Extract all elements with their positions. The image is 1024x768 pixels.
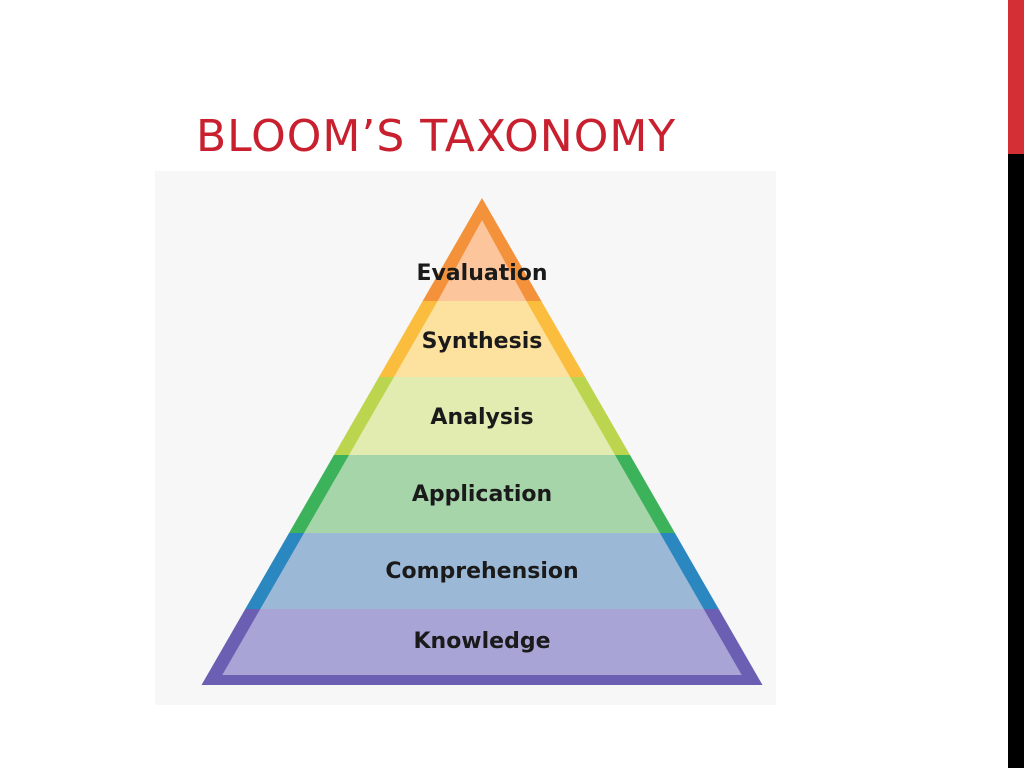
pyramid-label-analysis: Analysis bbox=[430, 405, 533, 430]
pyramid-band-comprehension bbox=[260, 533, 704, 609]
pyramid-band-analysis bbox=[348, 377, 616, 455]
pyramid-band-knowledge bbox=[222, 609, 742, 675]
pyramid-band-evaluation bbox=[437, 220, 527, 301]
pyramid-label-application: Application bbox=[412, 482, 552, 507]
slide-title: BLOOM’S TAXONOMY bbox=[196, 111, 677, 162]
pyramid-label-synthesis: Synthesis bbox=[422, 329, 543, 354]
pyramid-band-synthesis bbox=[393, 301, 571, 377]
accent-bar-top bbox=[1008, 0, 1024, 154]
pyramid-label-evaluation: Evaluation bbox=[416, 261, 547, 286]
pyramid-diagram: EvaluationSynthesisAnalysisApplicationCo… bbox=[155, 171, 776, 705]
pyramid-label-knowledge: Knowledge bbox=[413, 629, 550, 654]
pyramid-bands bbox=[201, 198, 763, 685]
pyramid-label-comprehension: Comprehension bbox=[385, 559, 578, 584]
pyramid-labels: EvaluationSynthesisAnalysisApplicationCo… bbox=[385, 261, 578, 654]
accent-bar-bottom bbox=[1008, 154, 1024, 768]
pyramid-band-application bbox=[304, 455, 660, 533]
